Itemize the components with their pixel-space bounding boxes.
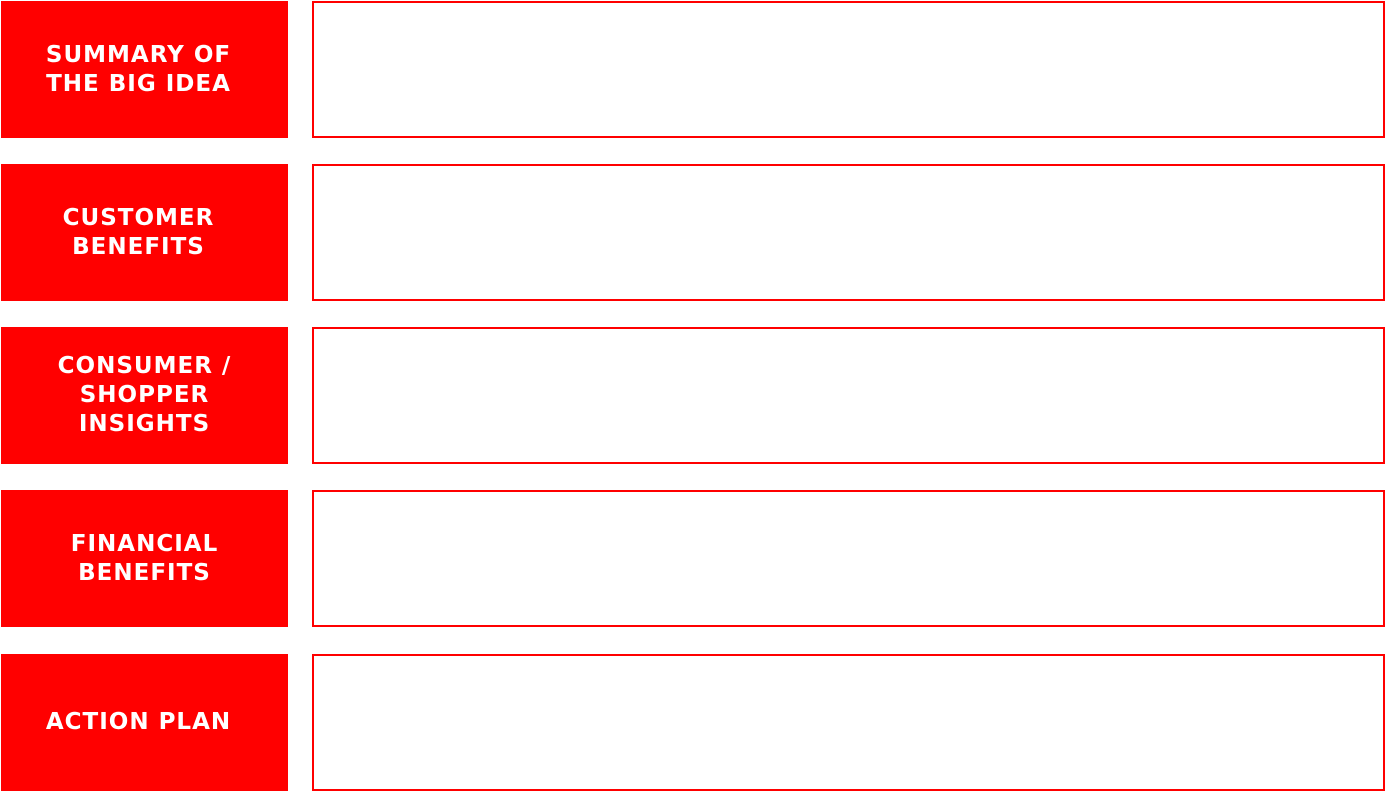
label-action-plan: ACTION PLAN — [45, 709, 232, 735]
row-action-plan: ACTION PLAN — [0, 654, 1386, 791]
label-block-action-plan: ACTION PLAN — [1, 654, 288, 791]
row-summary: SUMMARY OF THE BIG IDEA — [0, 1, 1386, 138]
label-summary: SUMMARY OF THE BIG IDEA — [45, 41, 232, 97]
label-consumer-insights: CONSUMER / SHOPPER INSIGHTS — [57, 353, 232, 437]
label-customer-benefits: CUSTOMER BENEFITS — [62, 204, 215, 260]
content-box-customer-benefits[interactable] — [312, 164, 1385, 301]
row-financial-benefits: FINANCIAL BENEFITS — [0, 490, 1386, 627]
label-block-summary: SUMMARY OF THE BIG IDEA — [1, 1, 288, 138]
content-box-consumer-insights[interactable] — [312, 327, 1385, 464]
label-block-customer-benefits: CUSTOMER BENEFITS — [1, 164, 288, 301]
content-box-summary[interactable] — [312, 1, 1385, 138]
content-box-action-plan[interactable] — [312, 654, 1385, 791]
label-block-consumer-insights: CONSUMER / SHOPPER INSIGHTS — [1, 327, 288, 464]
label-block-financial-benefits: FINANCIAL BENEFITS — [1, 490, 288, 627]
row-consumer-insights: CONSUMER / SHOPPER INSIGHTS — [0, 327, 1386, 464]
content-box-financial-benefits[interactable] — [312, 490, 1385, 627]
label-financial-benefits: FINANCIAL BENEFITS — [70, 530, 219, 586]
row-customer-benefits: CUSTOMER BENEFITS — [0, 164, 1386, 301]
